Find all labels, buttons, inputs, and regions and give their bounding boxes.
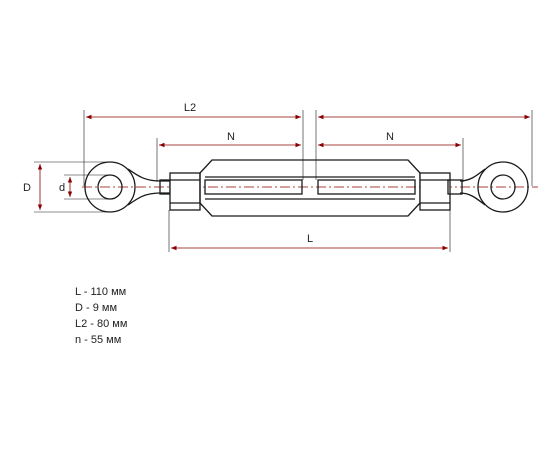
spec-L2: L2 - 80 мм bbox=[75, 318, 128, 330]
dimension-arrows bbox=[37, 114, 530, 251]
label-N-right: N bbox=[386, 131, 394, 143]
extension-lines bbox=[34, 110, 533, 252]
turnbuckle-body bbox=[199, 159, 421, 217]
spec-L: L - 110 мм bbox=[75, 286, 127, 298]
right-nut bbox=[419, 172, 451, 211]
label-N-left: N bbox=[227, 131, 235, 143]
label-D: D bbox=[23, 182, 31, 194]
label-L2: L2 bbox=[184, 102, 196, 114]
label-L: L bbox=[307, 233, 313, 245]
right-rod bbox=[447, 179, 463, 195]
right-eye bbox=[459, 161, 529, 213]
spec-n: n - 55 мм bbox=[75, 334, 122, 346]
specs-list: L - 110 мм D - 9 мм L2 - 80 мм n - 55 мм bbox=[75, 284, 127, 348]
label-d: d bbox=[59, 182, 65, 194]
spec-D: D - 9 мм bbox=[75, 302, 118, 314]
left-nut bbox=[169, 172, 201, 211]
